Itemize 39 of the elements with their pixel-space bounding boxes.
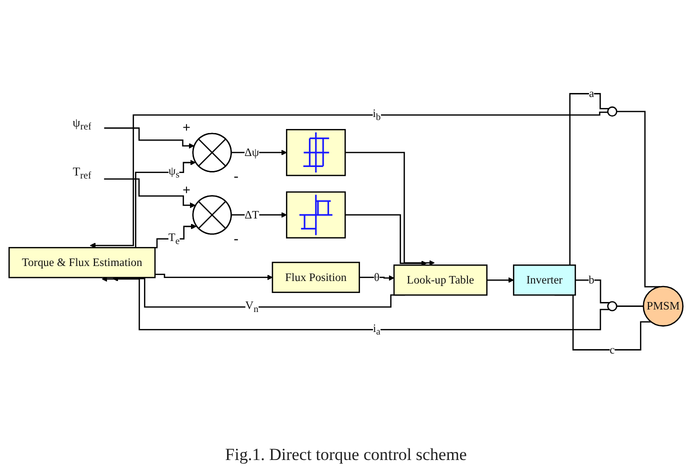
node-circle [607, 300, 618, 312]
arrow [486, 277, 514, 283]
arrow [345, 214, 427, 266]
edge-label: i$_{b}$ [372, 106, 381, 122]
node-picture [286, 191, 346, 238]
node-text: T$_{ref}$ [72, 165, 92, 181]
connector [616, 305, 644, 307]
node-text: ψ$_{ref}$ [72, 116, 92, 132]
node-circle [607, 106, 618, 116]
edge-label: V$_{n}$ [245, 298, 258, 314]
connector [575, 279, 610, 304]
figure-caption: Fig.1. Direct torque control scheme [225, 444, 467, 466]
arrow [104, 127, 194, 148]
edge-label: ψ$_{s}$ [168, 164, 180, 180]
sign-label: + [182, 183, 190, 198]
arrow [102, 276, 610, 330]
node-box: Flux Position [272, 262, 360, 293]
arrow [345, 152, 435, 266]
edge-label: T$_{e}$ [168, 230, 180, 246]
arrow [90, 111, 608, 248]
edge-label: ΔT [244, 208, 260, 221]
node-box: Look-up Table [393, 264, 488, 296]
arrow [359, 274, 394, 281]
sign-label: + [182, 120, 190, 136]
sign-label: - [234, 169, 238, 184]
edge-label: θ [374, 270, 380, 284]
arrow [155, 273, 273, 280]
edge-label: i$_{a}$ [372, 321, 380, 338]
edge-label: Δψ [244, 146, 260, 158]
arrow [231, 212, 287, 218]
node-box: Inverter [512, 264, 576, 296]
edge-label: a [589, 86, 594, 100]
node-picture [286, 128, 346, 176]
arrow [104, 178, 196, 208]
node-box: Torque & Flux Estimation [8, 246, 156, 278]
sign-label: - [234, 232, 238, 247]
edge-label: b [588, 273, 594, 286]
node-circle: PMSM [642, 286, 684, 326]
edge-label: c [610, 342, 615, 356]
